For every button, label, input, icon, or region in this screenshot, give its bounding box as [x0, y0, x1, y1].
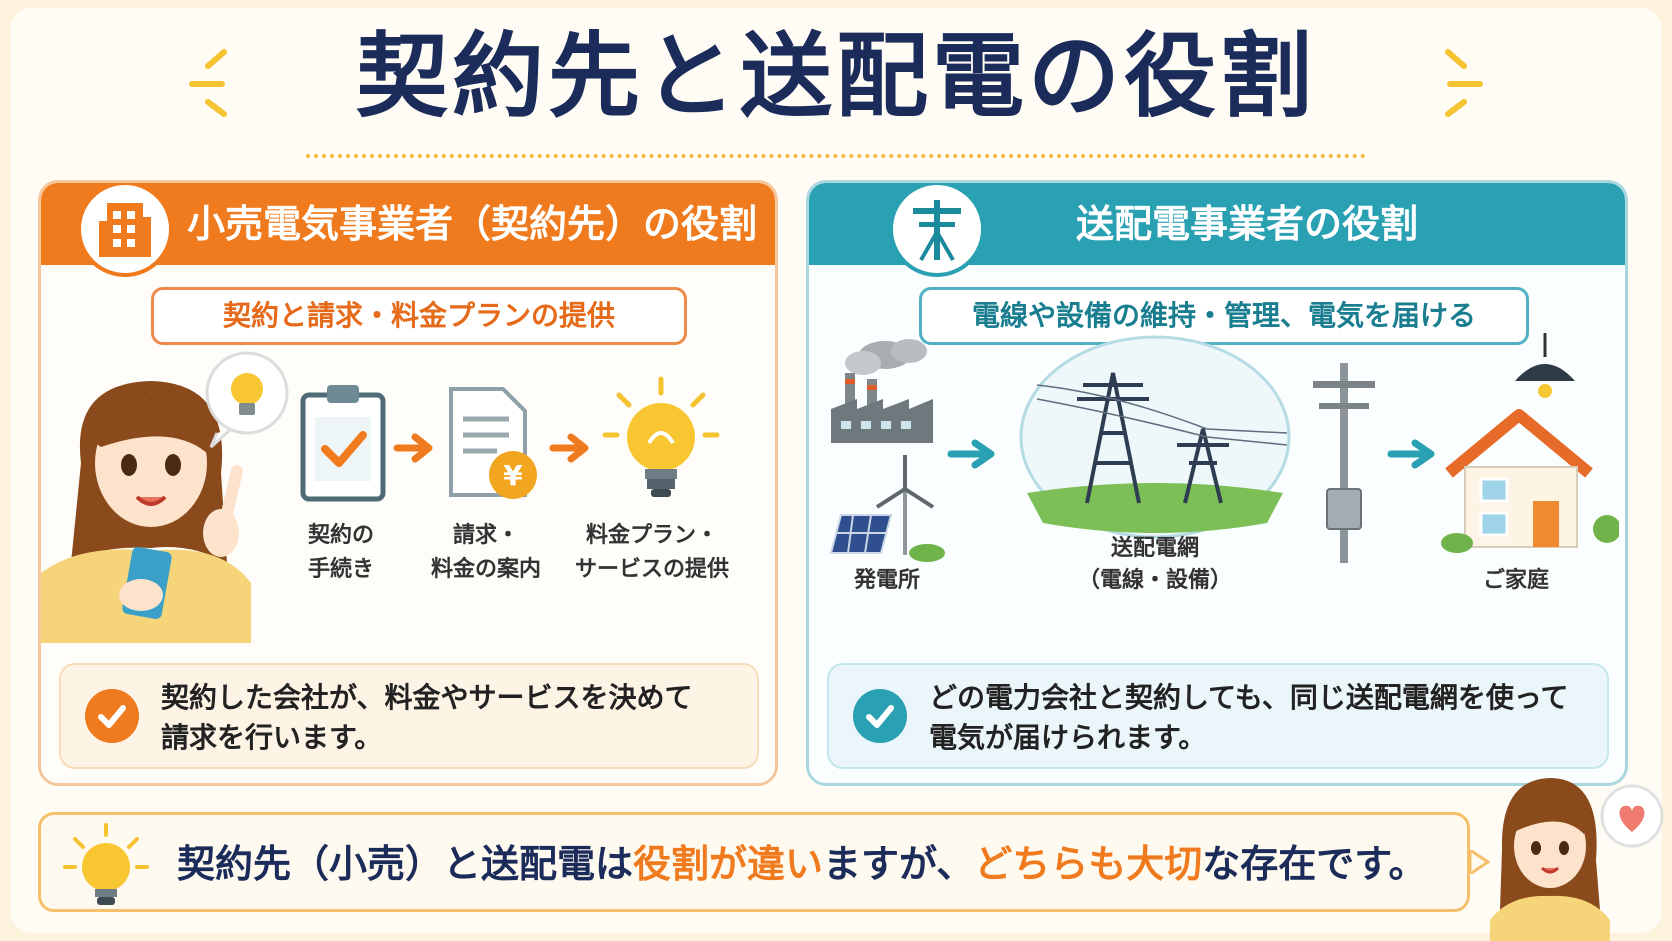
speech-tail: [1470, 850, 1490, 874]
grid-note-line1: どの電力会社と契約しても、同じ送配電網を使って: [929, 681, 1569, 714]
sparkle-right-icon: [1445, 49, 1483, 117]
arrow-right-icon-3: [947, 439, 995, 469]
check-icon: [85, 689, 139, 743]
summary-lightbulb-icon: [63, 823, 149, 905]
arrow-right-icon-2: [549, 433, 589, 463]
invoice-yen-icon: ¥: [449, 387, 537, 499]
retail-note: 契約した会社が、料金やサービスを決めて 請求を行います。: [59, 663, 759, 769]
idea-bubble-icon: [205, 351, 289, 449]
power-plant-label: 発電所: [853, 568, 920, 593]
svg-text:¥: ¥: [503, 459, 523, 492]
arrow-right-icon: [393, 433, 433, 463]
woman-with-phone-illustration: [41, 381, 251, 643]
page-title: 契約先と送配電の役割: [355, 23, 1316, 130]
clipboard-check-icon: [300, 385, 386, 502]
retail-note-line2: 請求を行います。: [161, 721, 383, 754]
retail-subtitle: 契約と請求・料金プランの提供: [151, 287, 687, 345]
step-billing-label: 請求・料金の案内: [430, 523, 541, 582]
grid-subtitle: 電線や設備の維持・管理、電気を届ける: [919, 287, 1529, 345]
utility-pole-icon: [889, 183, 985, 277]
title-divider: [306, 154, 1366, 158]
step-plan-label: 料金プラン・サービスの提供: [574, 523, 729, 582]
grid-label: 送配電網 （電線・設備）: [1077, 536, 1232, 593]
summary-text: 契約先（小売）と送配電は役割が違いますが、どちらも大切な存在です。: [177, 842, 1427, 886]
distribution-pole-icon: [1313, 363, 1375, 563]
home-label: ご家庭: [1482, 568, 1549, 593]
transmission-tower-illustration: [1019, 335, 1291, 539]
grid-note-line2: 電気が届けられます。: [929, 721, 1207, 754]
house-icon: [1441, 333, 1619, 553]
power-plant-icon: [831, 339, 933, 443]
woman-heart-illustration: [1490, 778, 1664, 941]
grid-panel: 送配電事業者の役割 電線や設備の維持・管理、電気を届ける 発電所: [806, 180, 1628, 786]
sparkle-left-icon: [189, 49, 227, 117]
arrow-right-icon-4: [1387, 439, 1435, 469]
building-icon: [77, 183, 173, 277]
lightbulb-icon: [602, 376, 720, 497]
retail-panel: 小売電気事業者（契約先）の役割 契約と請求・料金プランの提供: [38, 180, 778, 786]
grid-note: どの電力会社と契約しても、同じ送配電網を使って 電気が届けられます。: [827, 663, 1609, 769]
summary-bar: 契約先（小売）と送配電は役割が違いますが、どちらも大切な存在です。: [38, 812, 1470, 912]
retail-note-line1: 契約した会社が、料金やサービスを決めて: [161, 681, 693, 714]
renewable-energy-icon: [829, 455, 945, 562]
step-contract-label: 契約の手続き: [307, 523, 374, 582]
check-icon-2: [853, 689, 907, 743]
